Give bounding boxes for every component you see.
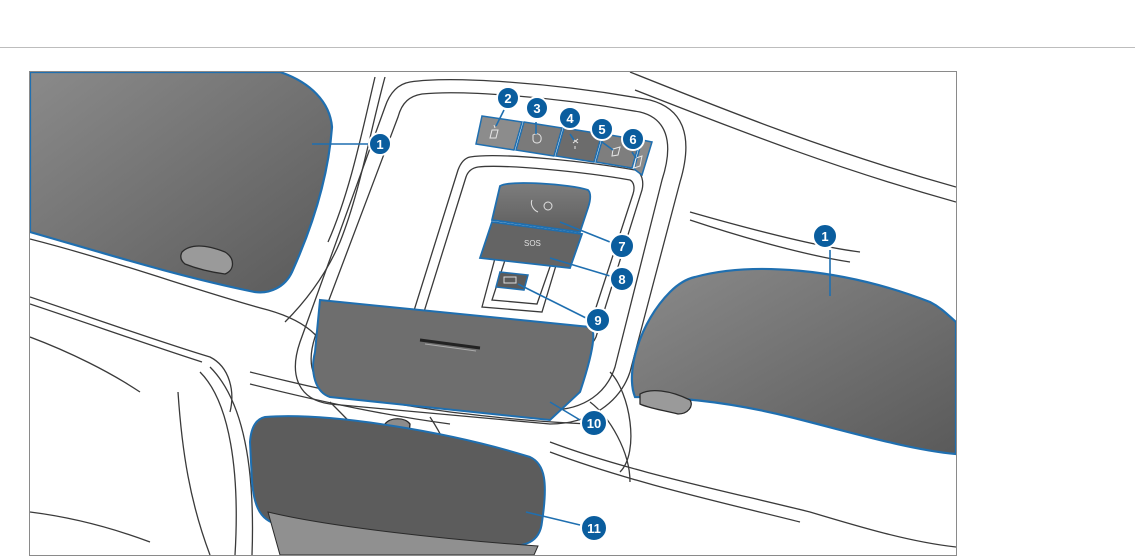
callout-2: 2 [497, 87, 519, 109]
leader-9 [518, 284, 586, 318]
callout-4: 4 [559, 107, 581, 129]
callout-5: 5 [591, 118, 613, 140]
svg-text:3: 3 [533, 101, 540, 116]
callout-7: 7 [610, 234, 634, 258]
callout-11: 11 [581, 515, 607, 541]
svg-text:1: 1 [821, 229, 828, 244]
svg-text:7: 7 [618, 239, 625, 254]
svg-text:1: 1 [376, 137, 383, 152]
overhead-control-panel-figure: SOS 1 2 3 [29, 71, 957, 556]
sos-label: SOS [524, 239, 541, 248]
svg-text:2: 2 [504, 91, 511, 106]
svg-text:10: 10 [587, 416, 601, 431]
svg-text:6: 6 [629, 132, 636, 147]
svg-text:9: 9 [594, 313, 601, 328]
callout-1-right-visor: 1 [813, 224, 837, 248]
callout-6: 6 [622, 128, 644, 150]
callout-9: 9 [586, 308, 610, 332]
svg-text:5: 5 [598, 122, 605, 137]
callout-8: 8 [610, 267, 634, 291]
callout-10: 10 [581, 410, 607, 436]
rearview-mirror [250, 416, 545, 555]
callout-1-left-visor: 1 [369, 133, 391, 155]
svg-text:11: 11 [587, 521, 601, 536]
header-rule [0, 47, 1135, 48]
svg-text:4: 4 [566, 111, 574, 126]
button-interior-light-auto[interactable] [516, 122, 562, 156]
svg-text:8: 8 [618, 272, 625, 287]
figure-canvas: SOS 1 2 3 [30, 72, 956, 555]
callout-3: 3 [526, 97, 548, 119]
sun-visor-right [632, 269, 956, 454]
